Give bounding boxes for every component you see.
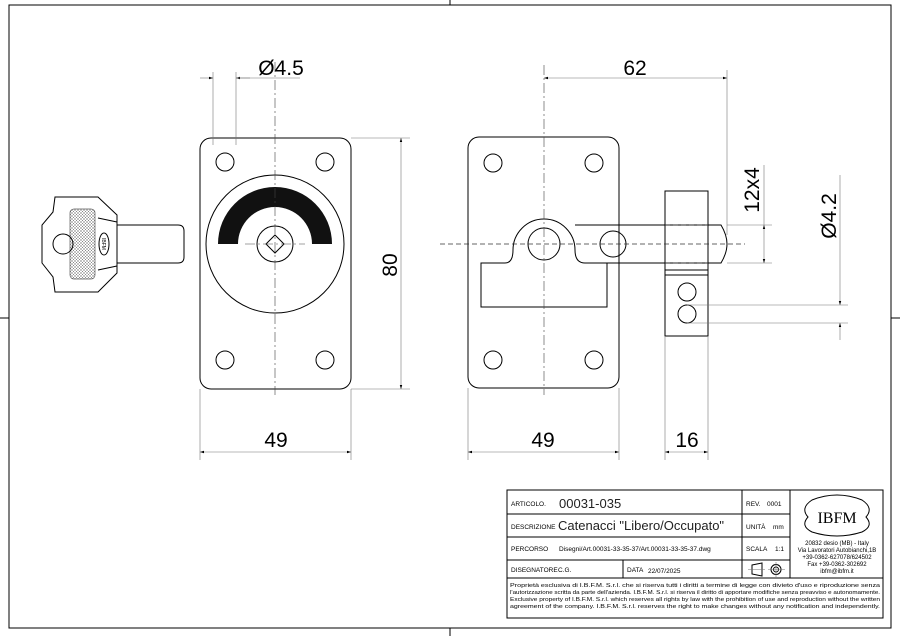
title-block: ARTICOLO. 00031-035 REV. 0001 DESCRIZION… — [506, 489, 884, 619]
right-dimensions: 62 12x4 Ø4.2 49 16 — [467, 57, 848, 460]
address-line: Fax +39-0362-302692 — [807, 562, 867, 568]
disegnatore-label: DISEGNATORE — [511, 567, 558, 574]
scala-value: 1:1 — [775, 546, 784, 553]
occupied-indicator-band — [218, 187, 332, 244]
rev-label: REV. — [746, 501, 761, 508]
indicator-front-view — [199, 62, 352, 395]
dim-height: 80 — [379, 253, 402, 276]
address-line: +39-0362-627078/624502 — [802, 555, 872, 561]
legal-line: agreement of the company. I.B.F.M. S.r.l… — [510, 604, 880, 610]
unita-value: mm — [773, 524, 784, 531]
legal-line: Exclusive property of I.B.F.M. S.r.l. wh… — [510, 597, 880, 603]
dim-bolt-section: 12x4 — [741, 167, 764, 213]
key-logo: IBFM — [100, 238, 106, 250]
legal-line: Proprietà esclusiva di I.B.F.M. S.r.l. c… — [510, 583, 880, 589]
key-drawing: IBFM — [41, 196, 185, 293]
percorso-label: PERCORSO — [511, 546, 548, 553]
legal-line: l'autorizzazione scritta da parte dell'a… — [510, 590, 880, 596]
dim-width-right: 49 — [531, 429, 554, 452]
address-line: 20832 desio (MB) - Italy — [805, 541, 869, 547]
unita-label: UNITÀ — [746, 522, 766, 531]
dim-width-left: 49 — [264, 429, 287, 452]
scala-label: SCALA — [746, 546, 768, 553]
address-line: Via Lavoratori Autobianchi,1B — [798, 548, 877, 554]
dim-hole-diameter-right: Ø4.2 — [818, 193, 841, 239]
dim-hole-diameter-left: Ø4.5 — [258, 57, 304, 80]
left-dimensions: Ø4.5 80 49 — [199, 57, 410, 460]
rev-value: 0001 — [767, 501, 782, 508]
data-value: 22/07/2025 — [648, 568, 681, 575]
descrizione-label: DESCRIZIONE — [511, 524, 556, 531]
dim-bolt-length: 62 — [623, 57, 646, 80]
articolo-value: 00031-035 — [559, 496, 621, 511]
address-line: ibfm@ibfm.it — [820, 569, 854, 575]
percorso-value: Disegni/Art.00031-33-35-37/Art.00031-33-… — [559, 546, 711, 553]
bolt-rear-view — [440, 65, 745, 395]
data-label: DATA — [627, 567, 644, 574]
ibfm-logo: IBFM — [804, 494, 870, 537]
articolo-label: ARTICOLO. — [511, 501, 546, 508]
logo-text: IBFM — [817, 510, 856, 527]
disegnatore-value: C.G. — [558, 567, 572, 574]
descrizione-value: Catenacci "Libero/Occupato" — [558, 518, 724, 533]
projection-symbol-icon — [748, 562, 785, 577]
dim-keeper-width: 16 — [675, 429, 698, 452]
